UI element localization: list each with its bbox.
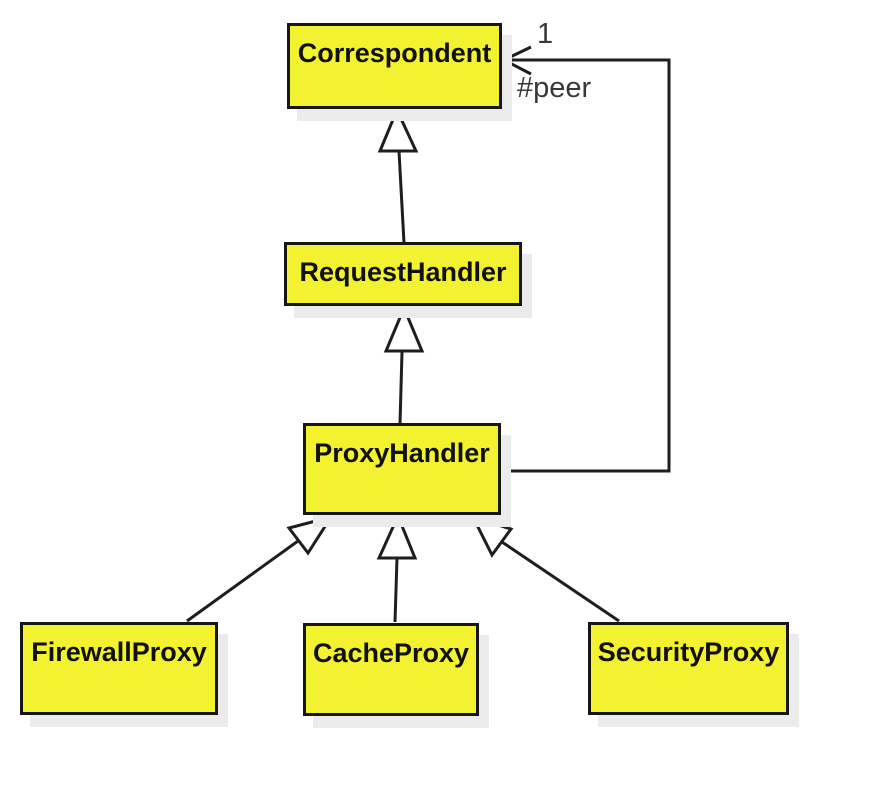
inheritance-arrow-proxyhandler-to-requesthandler bbox=[383, 304, 425, 425]
association-line-proxyhandler-to-correspondent bbox=[500, 45, 671, 473]
class-firewall-proxy: FirewallProxy bbox=[20, 622, 218, 715]
class-correspondent-label: Correspondent bbox=[297, 38, 492, 68]
class-cache-proxy-label: CacheProxy bbox=[312, 638, 470, 668]
class-request-handler: RequestHandler bbox=[284, 242, 522, 306]
class-request-handler-label: RequestHandler bbox=[299, 257, 507, 287]
inheritance-arrow-requesthandler-to-correspondent bbox=[377, 106, 419, 244]
hollow-triangle-icon bbox=[470, 514, 514, 558]
association-multiplicity-label: 1 bbox=[537, 18, 554, 50]
hollow-triangle-icon bbox=[377, 106, 419, 153]
open-arrowhead-icon bbox=[500, 45, 532, 76]
class-cache-proxy: CacheProxy bbox=[303, 623, 479, 716]
class-correspondent: Correspondent bbox=[287, 23, 502, 109]
class-proxy-handler: ProxyHandler bbox=[303, 423, 501, 515]
hollow-triangle-icon bbox=[286, 514, 335, 556]
hollow-triangle-icon bbox=[383, 304, 425, 353]
class-security-proxy: SecurityProxy bbox=[588, 622, 789, 715]
class-proxy-handler-label: ProxyHandler bbox=[314, 438, 490, 468]
inheritance-arrow-firewallproxy-to-proxyhandler bbox=[186, 514, 335, 623]
inheritance-arrow-securityproxy-to-proxyhandler bbox=[470, 514, 620, 623]
class-firewall-proxy-label: FirewallProxy bbox=[31, 637, 207, 667]
inheritance-arrow-cacheproxy-to-proxyhandler bbox=[376, 512, 418, 623]
class-security-proxy-label: SecurityProxy bbox=[597, 637, 780, 667]
association-role-label: #peer bbox=[517, 72, 592, 104]
hollow-triangle-icon bbox=[376, 512, 418, 560]
